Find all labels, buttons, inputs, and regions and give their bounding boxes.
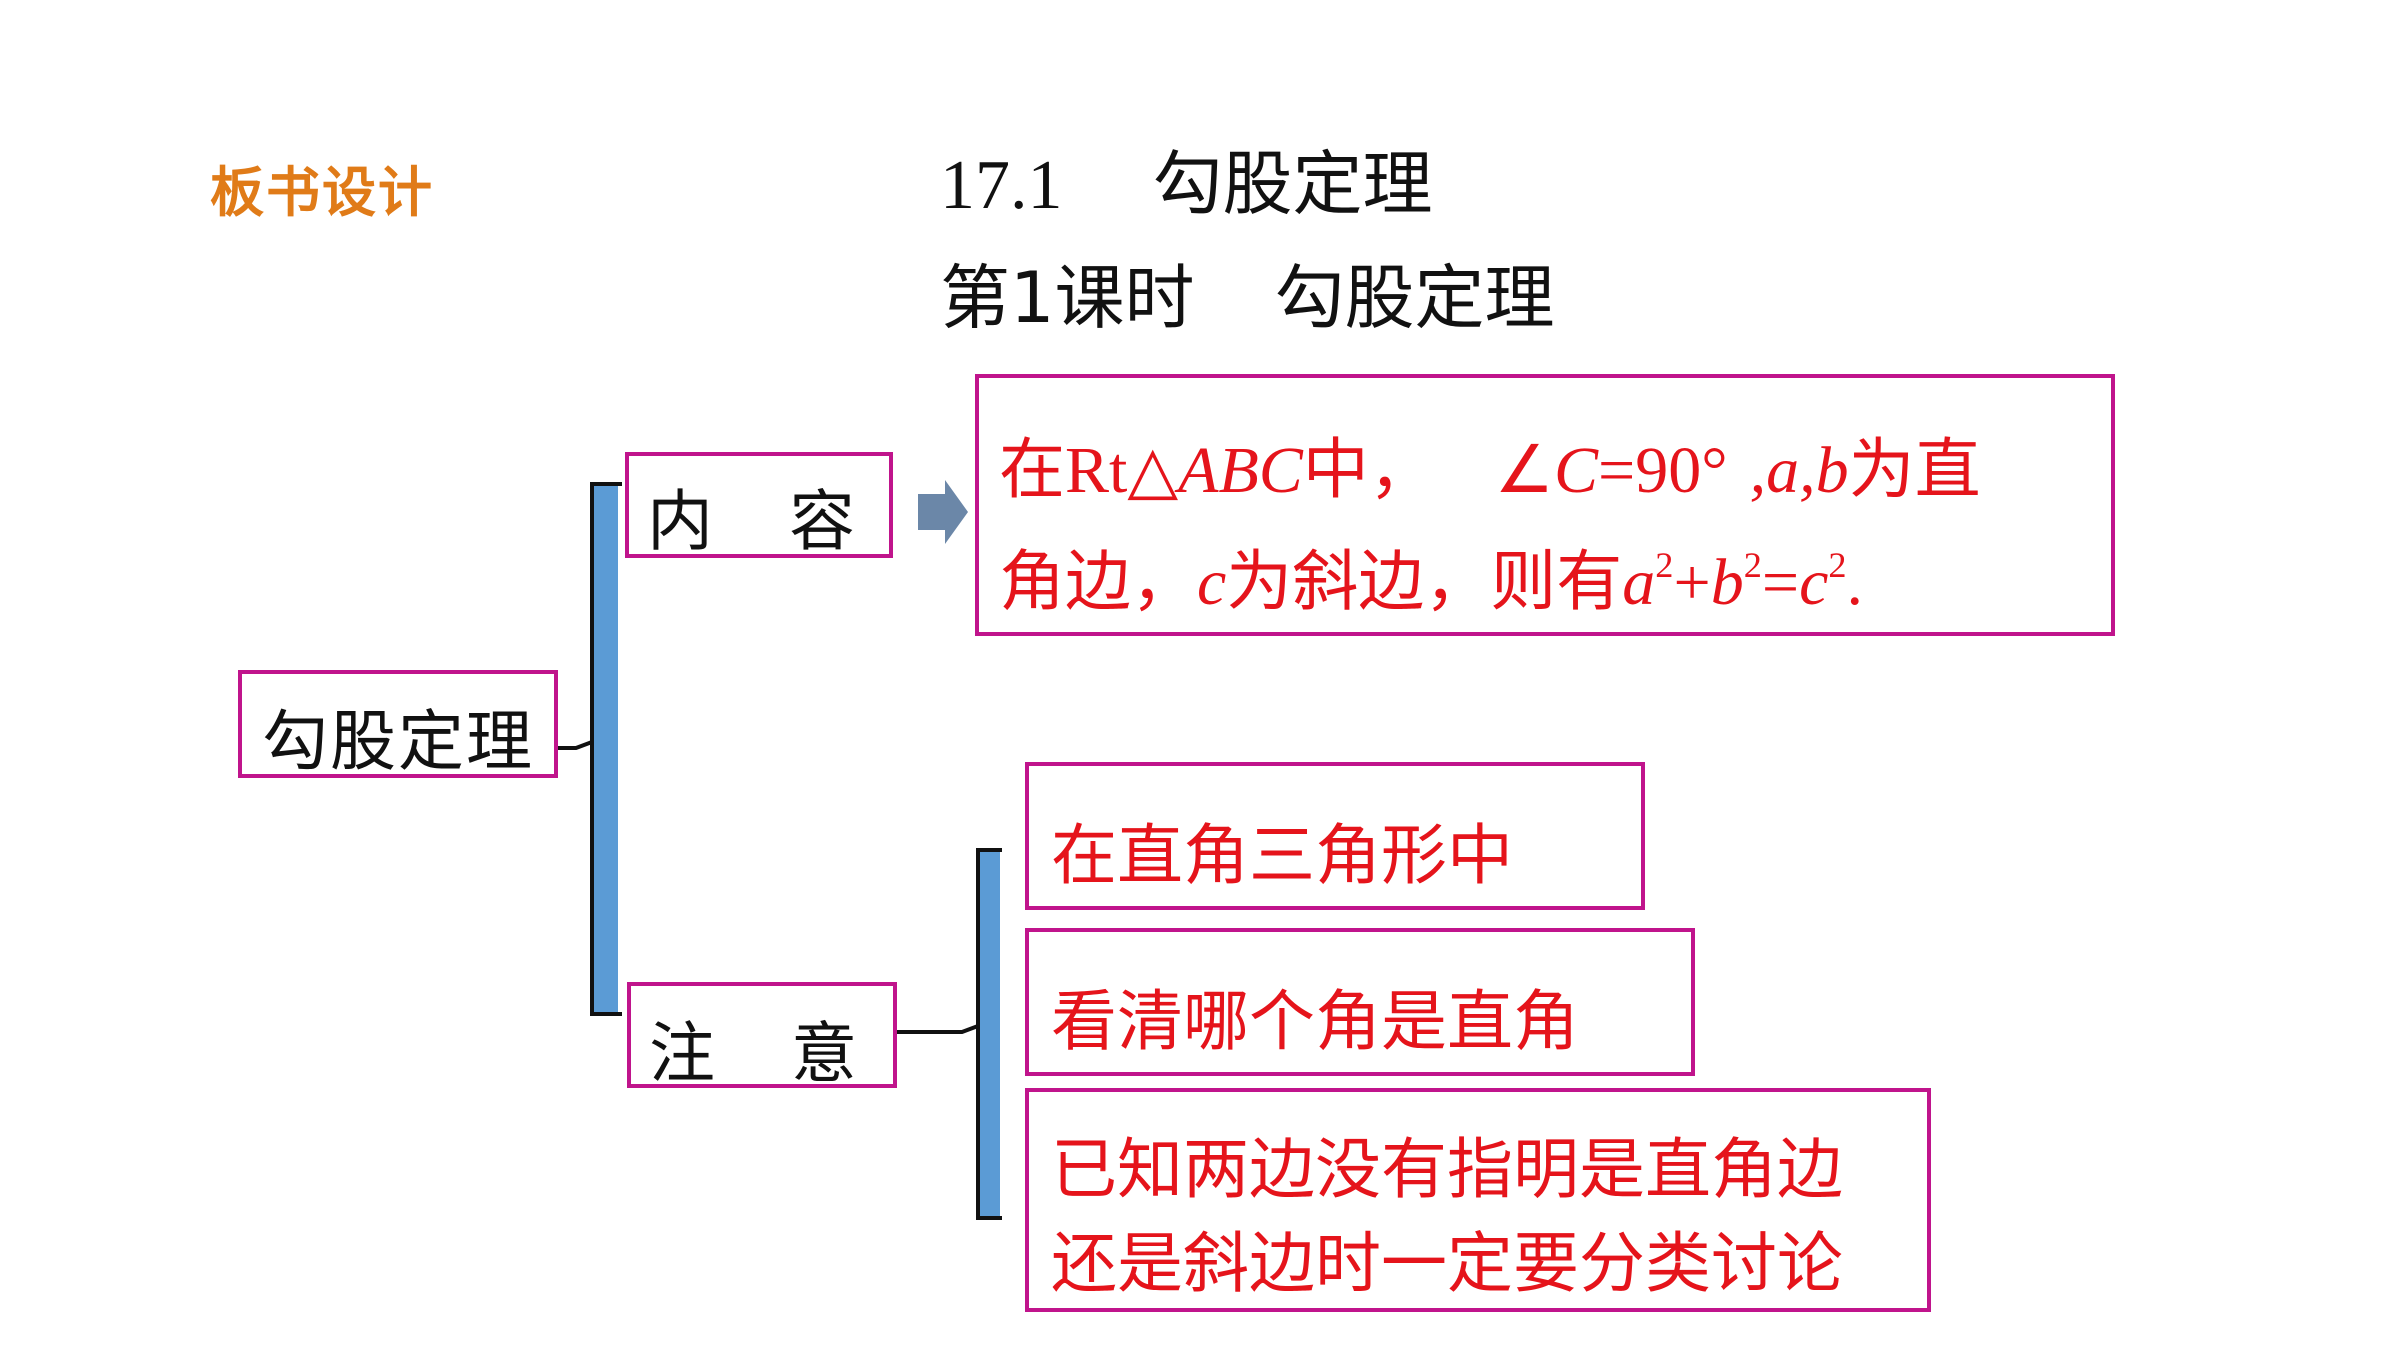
- definition-line-1: 在Rt△ABC中，∠C=90°,a,b为直: [999, 431, 1981, 508]
- section-label: 板书设计: [210, 161, 434, 224]
- right-arrow-icon: [918, 480, 968, 544]
- definition-line-2: 角边，c为斜边，则有a2+b2=c2.: [999, 543, 1864, 620]
- title-number: 17.1: [940, 147, 1063, 224]
- content-node: 内容: [625, 452, 893, 560]
- root-node: 勾股定理: [238, 670, 558, 780]
- main-bracket-fill: [592, 484, 618, 1014]
- content-label: 内容: [647, 483, 931, 560]
- root-label: 勾股定理: [262, 703, 534, 780]
- main-bracket-line: [590, 482, 622, 1016]
- notice-connector: [897, 1024, 979, 1034]
- title-name: 勾股定理: [1152, 143, 1433, 225]
- notice-item-3: 已知两边没有指明是直角边 还是斜边时一定要分类讨论: [1025, 1088, 1931, 1312]
- notice-label: 注意: [649, 1015, 933, 1092]
- notice-bracket-line: [976, 848, 1002, 1220]
- notice-node: 注意: [627, 982, 897, 1092]
- lesson-number: 第1课时: [940, 257, 1195, 339]
- notice-item-text: 在直角三角形中: [1051, 817, 1513, 894]
- notice-item-text-line-1: 已知两边没有指明是直角边: [1051, 1131, 1843, 1208]
- notice-item-1: 在直角三角形中: [1025, 762, 1645, 910]
- definition-box: 在Rt△ABC中，∠C=90°,a,b为直 角边，c为斜边，则有a2+b2=c2…: [975, 374, 2115, 636]
- page-title: 17.1 勾股定理: [940, 128, 1433, 229]
- notice-item-text-line-2: 还是斜边时一定要分类讨论: [1051, 1225, 1843, 1302]
- notice-item-2: 看清哪个角是直角: [1025, 928, 1695, 1076]
- lesson-title: 第1课时勾股定理: [940, 242, 1555, 343]
- notice-item-text: 看清哪个角是直角: [1051, 983, 1579, 1060]
- lesson-name: 勾股定理: [1274, 257, 1555, 339]
- root-connector: [558, 740, 593, 750]
- notice-bracket-fill: [978, 850, 1000, 1218]
